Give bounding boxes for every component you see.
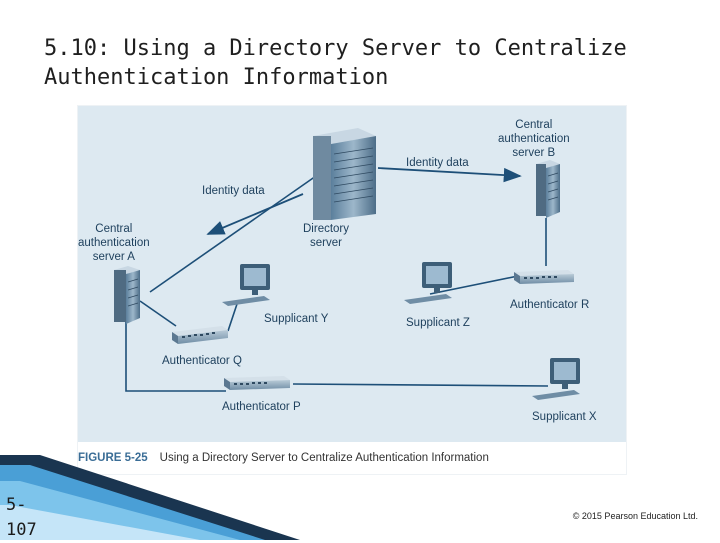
network-diagram: Directory server Central authentication …	[78, 106, 626, 442]
label-supplicant-x: Supplicant X	[532, 411, 597, 423]
label-supplicant-z: Supplicant Z	[406, 317, 470, 329]
label-authenticator-r: Authenticator R	[510, 299, 590, 311]
link-server-a-to-authenticator-q	[139, 300, 177, 327]
central-server-b-icon	[536, 160, 560, 218]
authenticator-p-icon	[224, 376, 290, 390]
page-number: 5- 107	[6, 495, 37, 540]
caption-text: Using a Directory Server to Centralize A…	[159, 452, 489, 464]
copyright-notice: © 2015 Pearson Education Ltd.	[572, 511, 698, 521]
authenticator-r-icon	[514, 270, 574, 284]
figure-caption: FIGURE 5-25 Using a Directory Server to C…	[78, 452, 489, 464]
authenticator-q-icon	[172, 326, 228, 344]
supplicant-x-icon	[532, 358, 580, 400]
directory-server-icon	[313, 128, 376, 220]
label-directory-server: Directory server	[303, 223, 350, 249]
figure: Directory server Central authentication …	[78, 106, 626, 474]
label-supplicant-y: Supplicant Y	[264, 313, 329, 325]
link-server-a-to-authenticator-p	[125, 321, 226, 392]
supplicant-z-icon	[404, 262, 452, 304]
label-authenticator-q: Authenticator Q	[162, 355, 242, 367]
label-identity-data-right: Identity data	[406, 157, 469, 169]
central-server-a-icon	[114, 266, 140, 324]
identity-data-arrows	[206, 167, 522, 235]
label-identity-data-left: Identity data	[202, 185, 265, 197]
label-central-server-b: Central authentication server B	[498, 119, 570, 159]
label-central-server-a: Central authentication server A	[78, 223, 150, 263]
identity-arrow-right	[377, 167, 522, 183]
link-authenticator-p-to-supplicant-x	[292, 383, 549, 387]
identity-arrow-left	[206, 193, 304, 235]
link-authenticator-q-to-supplicant-y	[227, 300, 239, 332]
slide-title: 5.10: Using a Directory Server to Centra…	[44, 36, 627, 90]
supplicant-y-icon	[222, 264, 270, 306]
connection-lines	[125, 175, 549, 392]
caption-label: FIGURE 5-25	[78, 452, 148, 464]
corner-decoration	[0, 455, 300, 540]
diagram-svg	[114, 128, 580, 400]
link-directory-to-server-a	[149, 175, 317, 293]
label-authenticator-p: Authenticator P	[222, 401, 301, 413]
link-authenticator-r-to-supplicant-z	[429, 275, 519, 295]
